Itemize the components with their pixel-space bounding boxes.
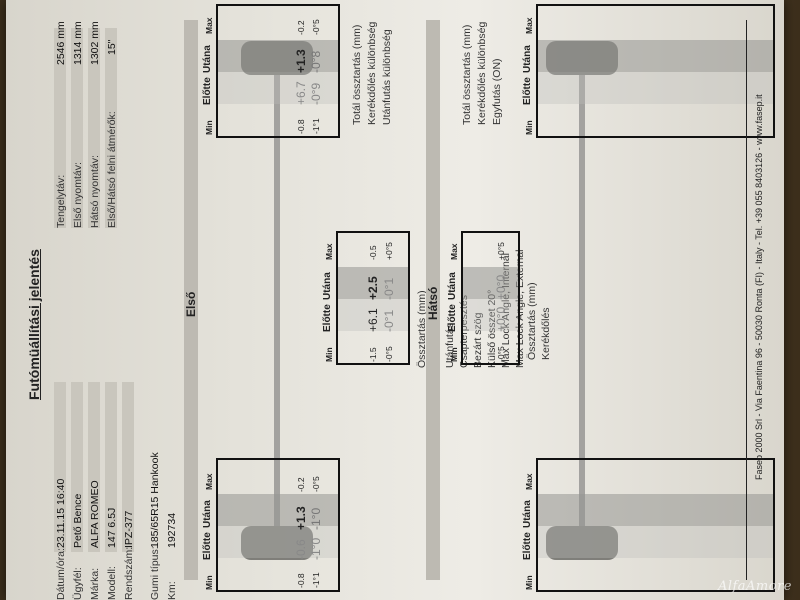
header-after: Utána <box>447 272 458 300</box>
front-right-toe-min: -0.8 <box>296 119 306 134</box>
front-center-camber-after: -0°1 <box>382 277 396 300</box>
value-rim-diameter: 15" <box>106 39 118 55</box>
header-after: Utána <box>202 45 213 73</box>
header-after: Utána <box>202 500 213 528</box>
front-right-camber-before: -0°9 <box>309 82 323 105</box>
label-km: Km: <box>166 581 178 600</box>
param-caster-diff: Utánfutás különbség <box>381 29 393 125</box>
front-center-camber-before: -0°1 <box>382 309 396 332</box>
header-before: Előtte <box>202 532 213 560</box>
front-center-toe-after: +2.5 <box>366 276 380 300</box>
value-tire: 185/65R15 Hankook <box>149 452 161 548</box>
front-center-camber-max: +0°5 <box>384 242 394 260</box>
value-rear-track: 1302 mm <box>89 21 101 65</box>
rear-param-camber: Kerékdőlés <box>540 307 552 360</box>
rear-label: Hátsó <box>426 286 440 320</box>
after-col <box>463 267 518 299</box>
header-max: Max <box>204 17 214 34</box>
front-left-toe-min: -0.8 <box>296 573 306 588</box>
header-min: Min <box>449 347 459 362</box>
front-right-toe-before: +6.7 <box>294 81 308 105</box>
header-max: Max <box>524 473 534 490</box>
header-after: Utána <box>522 45 533 73</box>
alfaamore-watermark: AlfaAmore <box>717 579 792 594</box>
front-center-toe-max: -0.5 <box>368 245 378 260</box>
front-left-camber-after: -1°0 <box>309 507 323 530</box>
front-left-toe-max: -0.2 <box>296 477 306 492</box>
header-max: Max <box>449 243 459 260</box>
header-after: Utána <box>322 272 333 300</box>
after-col <box>538 40 773 72</box>
header-max: Max <box>204 473 214 490</box>
front-right-camber-min: -1°1 <box>311 118 321 134</box>
param-total-toe: Totál össztartás (mm) <box>351 24 363 125</box>
header-min: Min <box>324 347 334 362</box>
label-tire: Gumi típus: <box>149 546 161 600</box>
value-brand: ALFA ROMEO <box>89 480 101 548</box>
before-col <box>463 299 518 331</box>
rear-param-thrust: Egyfutás (ON) <box>491 58 503 125</box>
front-label: Első <box>184 291 198 317</box>
label-model: Modell: <box>106 566 118 600</box>
header-before: Előtte <box>322 304 333 332</box>
front-left-camber-before: -1°0 <box>309 537 323 560</box>
rear-center-toe-before: +0°0 <box>494 306 508 332</box>
value-customer: Pető Bence <box>72 493 84 548</box>
report-sheet: Futómüállítási jelentés Dátum/óra: Ügyfé… <box>6 0 784 600</box>
front-left-toe-before: -0.6 <box>294 539 308 560</box>
rear-param-camber-diff: Kerékdőlés különbség <box>476 21 488 125</box>
value-km: 192734 <box>166 512 178 548</box>
after-col <box>538 494 773 526</box>
rear-right-table <box>536 4 775 138</box>
value-model: 147 6.5J <box>106 507 118 548</box>
report-page: Futómüállítási jelentés Dátum/óra: Ügyfé… <box>6 0 784 600</box>
value-front-track: 1314 mm <box>72 21 84 65</box>
front-right-camber-max: -0°5 <box>311 19 321 35</box>
report-title: Futómüállítási jelentés <box>26 249 42 400</box>
front-right-toe-after: +1.3 <box>294 49 308 73</box>
label-front-track: Első nyomtáv: <box>72 162 84 228</box>
rear-left-table <box>536 458 775 592</box>
header-before: Előtte <box>522 77 533 105</box>
header-max: Max <box>324 243 334 260</box>
value-plate: IPZ-377 <box>123 510 135 548</box>
label-rear-track: Hátsó nyomtáv: <box>89 155 101 228</box>
header-before: Előtte <box>202 77 213 105</box>
value-wheelbase: 2546 mm <box>55 21 67 65</box>
front-center-toe-min: -1.5 <box>368 347 378 362</box>
label-customer: Ügyfél: <box>72 567 84 600</box>
rear-param-total-toe: Totál össztartás (mm) <box>461 24 473 125</box>
param-camber-diff: Kerékdőlés különbség <box>366 21 378 125</box>
label-rim-diameter: Első/Hátsó felni átmérők: <box>106 111 118 228</box>
header-min: Min <box>524 120 534 135</box>
header-max: Max <box>524 17 534 34</box>
rear-center-toe-after: +0°0 <box>494 274 508 300</box>
before-col <box>538 526 773 558</box>
before-col <box>538 72 773 104</box>
header-before: Előtte <box>522 532 533 560</box>
front-center-toe-before: +6.1 <box>366 308 380 332</box>
header-before: Előtte <box>447 304 458 332</box>
front-left-camber-min: -1°1 <box>311 572 321 588</box>
front-right-camber-after: -0°8 <box>309 50 323 73</box>
label-plate: Rendszám: <box>123 546 135 600</box>
front-left-camber-max: -0°5 <box>311 476 321 492</box>
label-brand: Márka: <box>89 567 101 600</box>
label-datetime: Dátum/óra: <box>55 548 67 600</box>
header-after: Utána <box>522 500 533 528</box>
rear-center-toe-max: +0°5 <box>496 242 506 260</box>
label-wheelbase: Tengelytáv: <box>55 174 67 228</box>
rear-center-toe-min: -0°5 <box>496 346 506 362</box>
value-datetime: 23.11.15 16:40 <box>55 478 67 548</box>
footer-divider <box>746 20 747 580</box>
header-min: Min <box>204 120 214 135</box>
front-left-toe-after: +1.3 <box>294 506 308 530</box>
rear-center-table <box>461 231 520 365</box>
footer-text: Fasep 2000 Srl - Via Faentina 96 - 50030… <box>754 94 764 480</box>
front-center-camber-min: -0°5 <box>384 346 394 362</box>
rear-param-toe: Össztartás (mm) <box>526 282 538 360</box>
front-right-toe-max: -0.2 <box>296 20 306 35</box>
header-min: Min <box>524 575 534 590</box>
header-min: Min <box>204 575 214 590</box>
